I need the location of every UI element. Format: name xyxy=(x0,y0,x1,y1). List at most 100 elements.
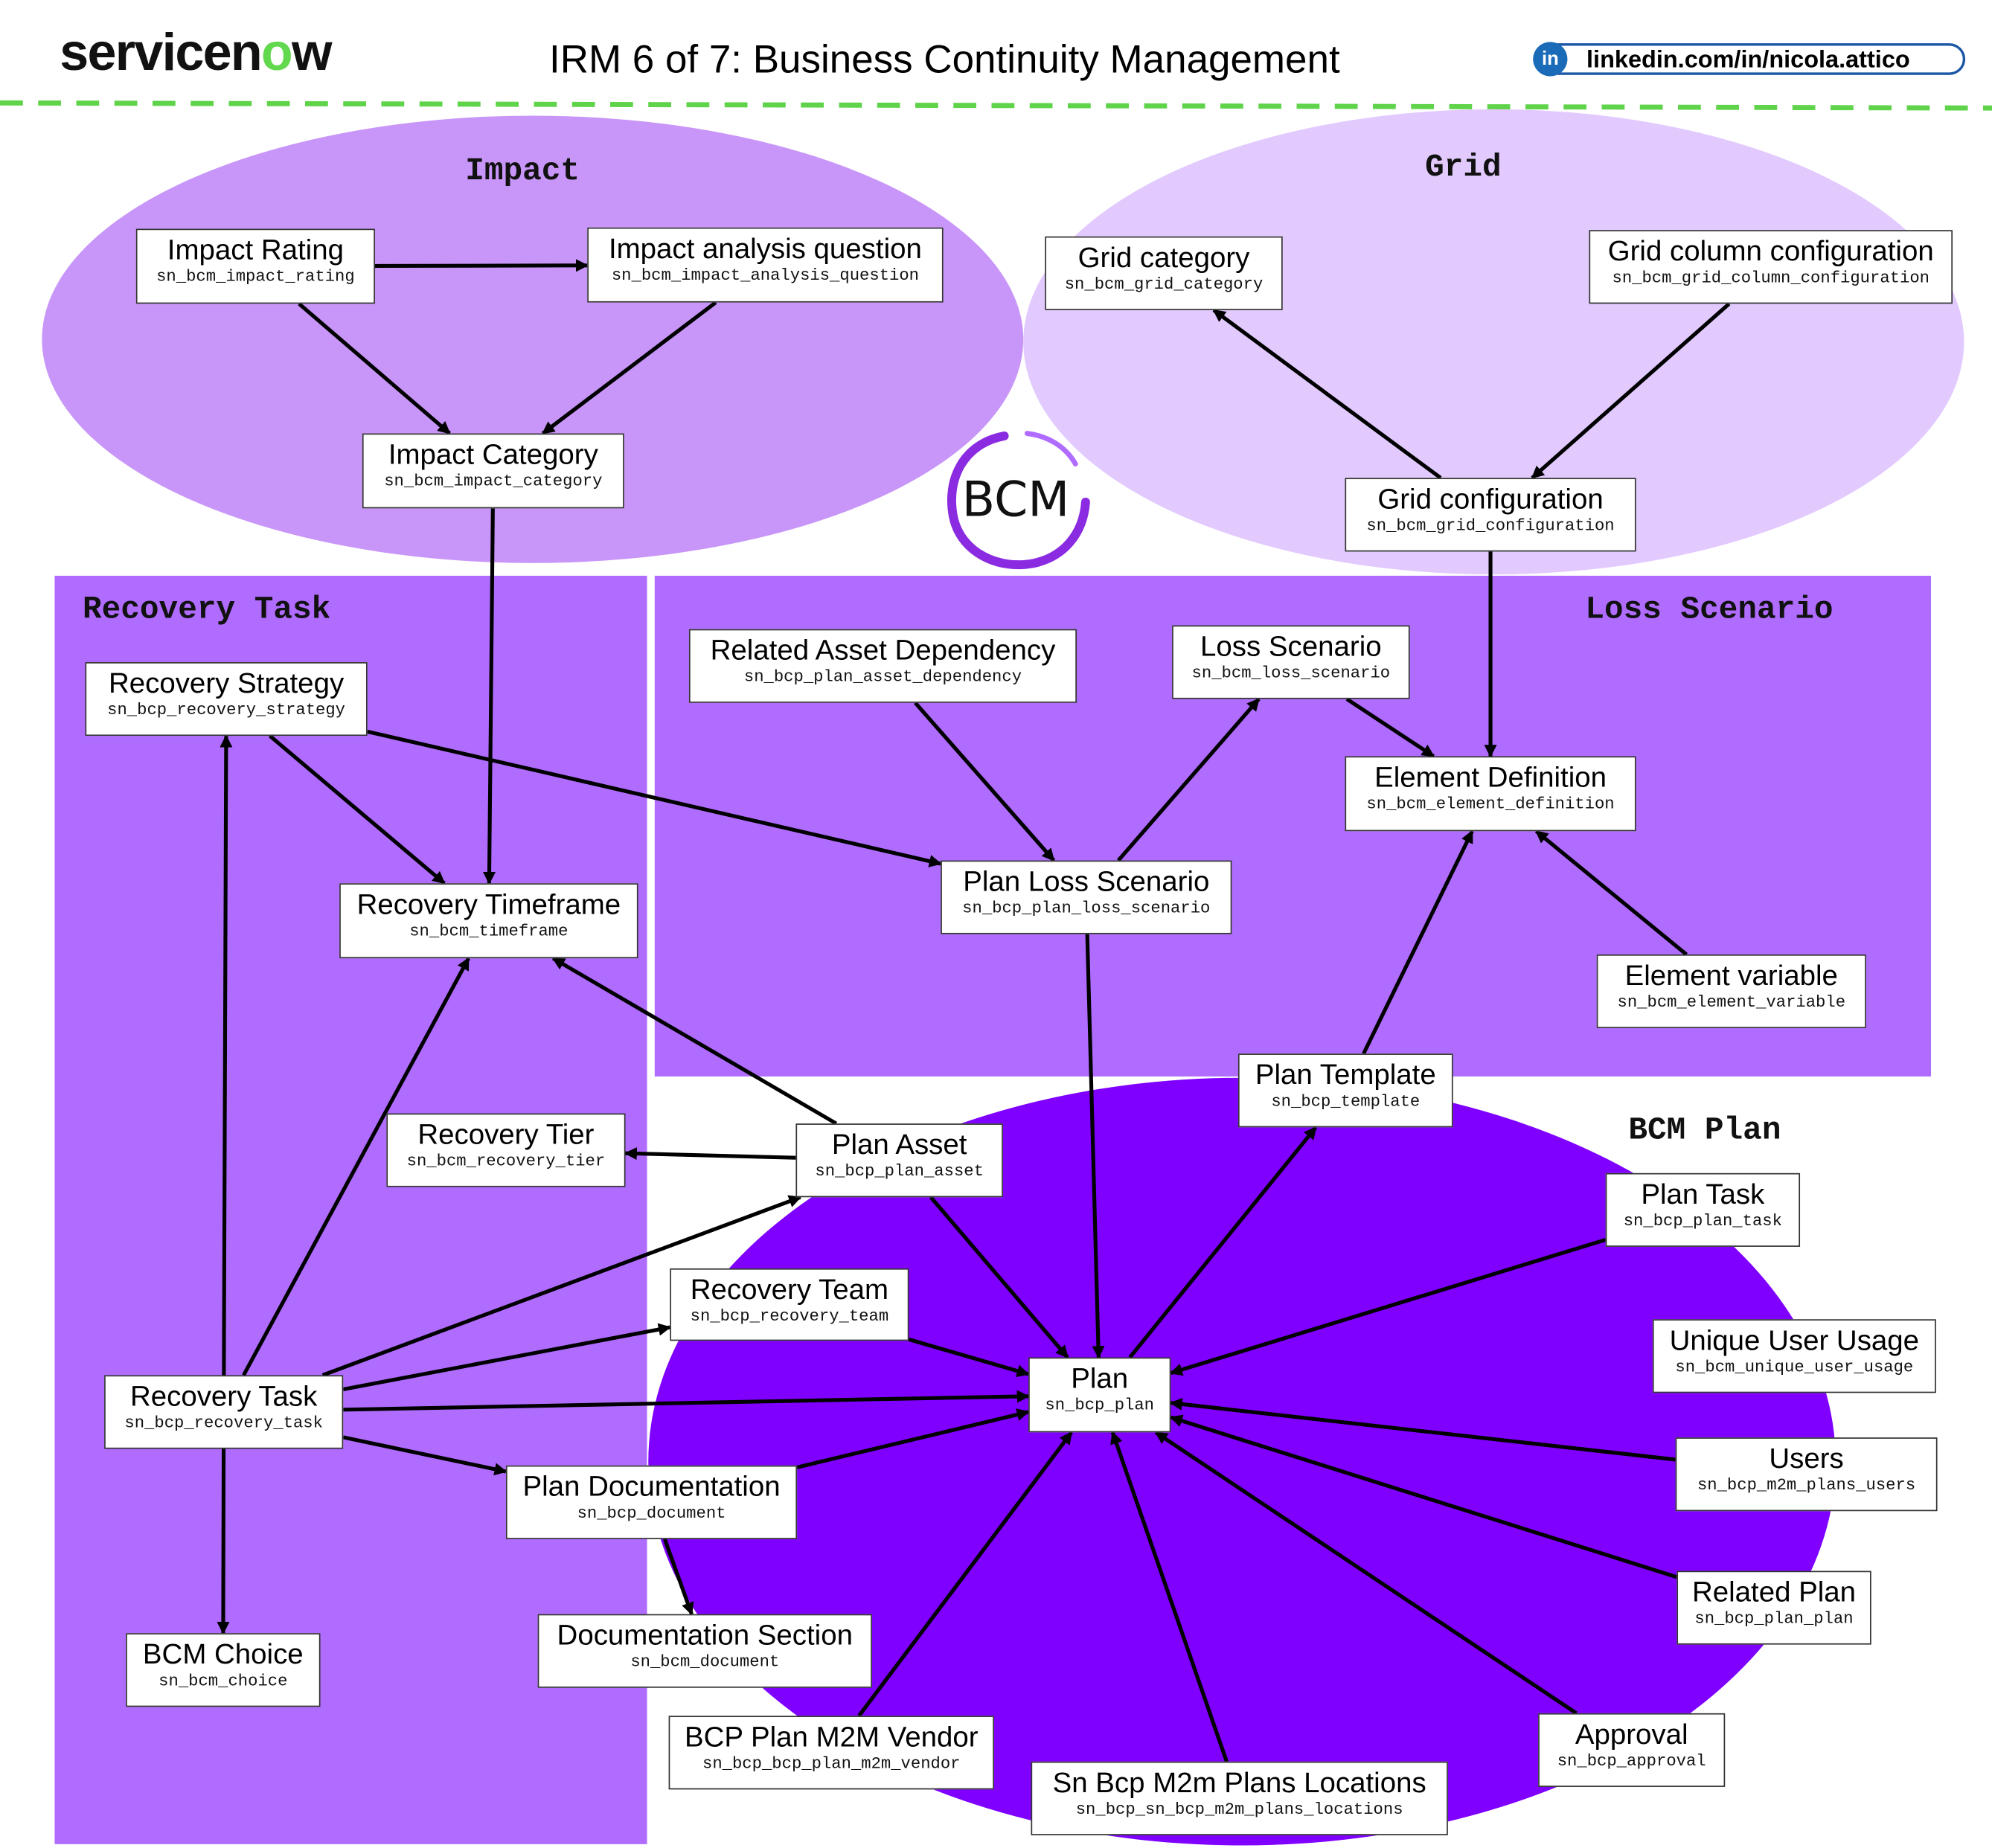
edge-plan_loss_scenario-to-loss_scenario xyxy=(1116,697,1261,862)
node-name: Grid category xyxy=(1077,241,1250,274)
edge-related_asset_dependency-to-plan_loss_scenario xyxy=(914,702,1056,862)
servicenow-logo: servicenow xyxy=(60,22,332,83)
edge-plan_documentation-to-plan xyxy=(796,1408,1030,1469)
edge-plan_documentation-to-documentation_section xyxy=(662,1538,694,1616)
node-table: sn_bcm_impact_category xyxy=(384,471,603,491)
node-table: sn_bcm_element_variable xyxy=(1617,992,1846,1012)
bcm-badge-ring-icon xyxy=(947,431,1090,570)
node-name: Sn Bcp M2m Plans Locations xyxy=(1052,1766,1426,1799)
node-name: Impact Rating xyxy=(167,234,344,266)
node-table: sn_bcm_grid_configuration xyxy=(1366,516,1615,536)
edge-plan_template-to-element_definition xyxy=(1362,830,1474,1055)
edge-approval-to-plan xyxy=(1154,1431,1578,1716)
bcm-badge-text: BCM xyxy=(961,471,1070,527)
region-label-impact: Impact xyxy=(465,153,580,190)
node-table: sn_bcm_document xyxy=(630,1652,780,1672)
edge-plan_asset-to-recovery_tier xyxy=(624,1147,796,1161)
node-table: sn_bcp_plan_asset xyxy=(815,1161,984,1181)
node-table: sn_bcp_plan_loss_scenario xyxy=(962,898,1211,918)
edge-impact_question-to-impact_category xyxy=(541,301,717,435)
edge-recovery_task-to-recovery_team xyxy=(342,1323,671,1392)
node-name: BCP Plan M2M Vendor xyxy=(684,1721,979,1753)
node-name: Loss Scenario xyxy=(1200,630,1382,663)
node-table: sn_bcp_plan_task xyxy=(1623,1211,1782,1231)
node-name: Grid configuration xyxy=(1377,483,1604,515)
edge-impact_rating-to-impact_category xyxy=(298,302,451,435)
node-name: Recovery Timeframe xyxy=(356,888,621,920)
node-table: sn_bcm_loss_scenario xyxy=(1191,663,1391,683)
page-title: IRM 6 of 7: Business Continuity Manageme… xyxy=(549,36,1340,82)
node-table: sn_bcp_recovery_team xyxy=(690,1306,889,1326)
node-table: sn_bcp_bcp_plan_m2m_vendor xyxy=(702,1754,961,1774)
edge-recovery_task-to-plan_documentation xyxy=(342,1435,507,1476)
region-label-grid: Grid xyxy=(1425,148,1502,186)
node-table: sn_bcp_sn_bcp_m2m_plans_locations xyxy=(1075,1800,1403,1819)
node-name: Impact analysis question xyxy=(608,232,922,265)
edge-plan_loss_scenario-to-plan xyxy=(1085,934,1105,1359)
region-bcm-plan-shape xyxy=(648,1077,1836,1846)
node-table: sn_bcm_unique_user_usage xyxy=(1675,1357,1914,1377)
node-table: sn_bcp_plan_asset_dependency xyxy=(743,667,1022,687)
node-table: sn_bcm_impact_rating xyxy=(156,266,355,286)
node-name: Plan Documentation xyxy=(522,1470,781,1503)
node-table: sn_bcm_timeframe xyxy=(409,921,569,941)
edge-recovery_task-to-recovery_timeframe xyxy=(242,957,470,1376)
node-table: sn_bcp_recovery_strategy xyxy=(107,700,346,719)
edge-recovery_task-to-plan_asset xyxy=(321,1195,802,1377)
node-table: sn_bcm_choice xyxy=(158,1671,288,1691)
node-name: Unique User Usage xyxy=(1669,1324,1920,1356)
edge-m2m_locations-to-plan xyxy=(1110,1431,1229,1762)
logo-o-icon: o xyxy=(260,22,293,82)
region-label-recovery-task: Recovery Task xyxy=(83,591,331,628)
node-name: Impact Category xyxy=(388,438,598,471)
node-table: sn_bcp_plan_plan xyxy=(1694,1608,1854,1629)
node-name: Plan Asset xyxy=(831,1129,967,1161)
node-name: Recovery Strategy xyxy=(108,667,345,699)
edge-plan_task-to-plan xyxy=(1169,1237,1607,1376)
node-table: sn_bcm_grid_category xyxy=(1064,275,1264,294)
node-table: sn_bcp_plan xyxy=(1045,1395,1155,1415)
node-name: Recovery Task xyxy=(129,1380,318,1412)
node-name: Recovery Team xyxy=(690,1273,889,1306)
node-name: Recovery Tier xyxy=(417,1118,595,1151)
node-name: Related Plan xyxy=(1691,1576,1857,1608)
logo-text: servicen xyxy=(60,22,262,82)
node-name: Related Asset Dependency xyxy=(710,634,1056,667)
node-table: sn_bcp_document xyxy=(577,1503,726,1523)
linkedin-link[interactable]: in linkedin.com/in/nicola.attico xyxy=(1533,42,1966,77)
node-name: Plan Task xyxy=(1641,1178,1765,1210)
node-name: Grid column configuration xyxy=(1607,235,1934,267)
node-name: Plan Loss Scenario xyxy=(963,865,1210,898)
node-name: Plan xyxy=(1071,1362,1129,1395)
